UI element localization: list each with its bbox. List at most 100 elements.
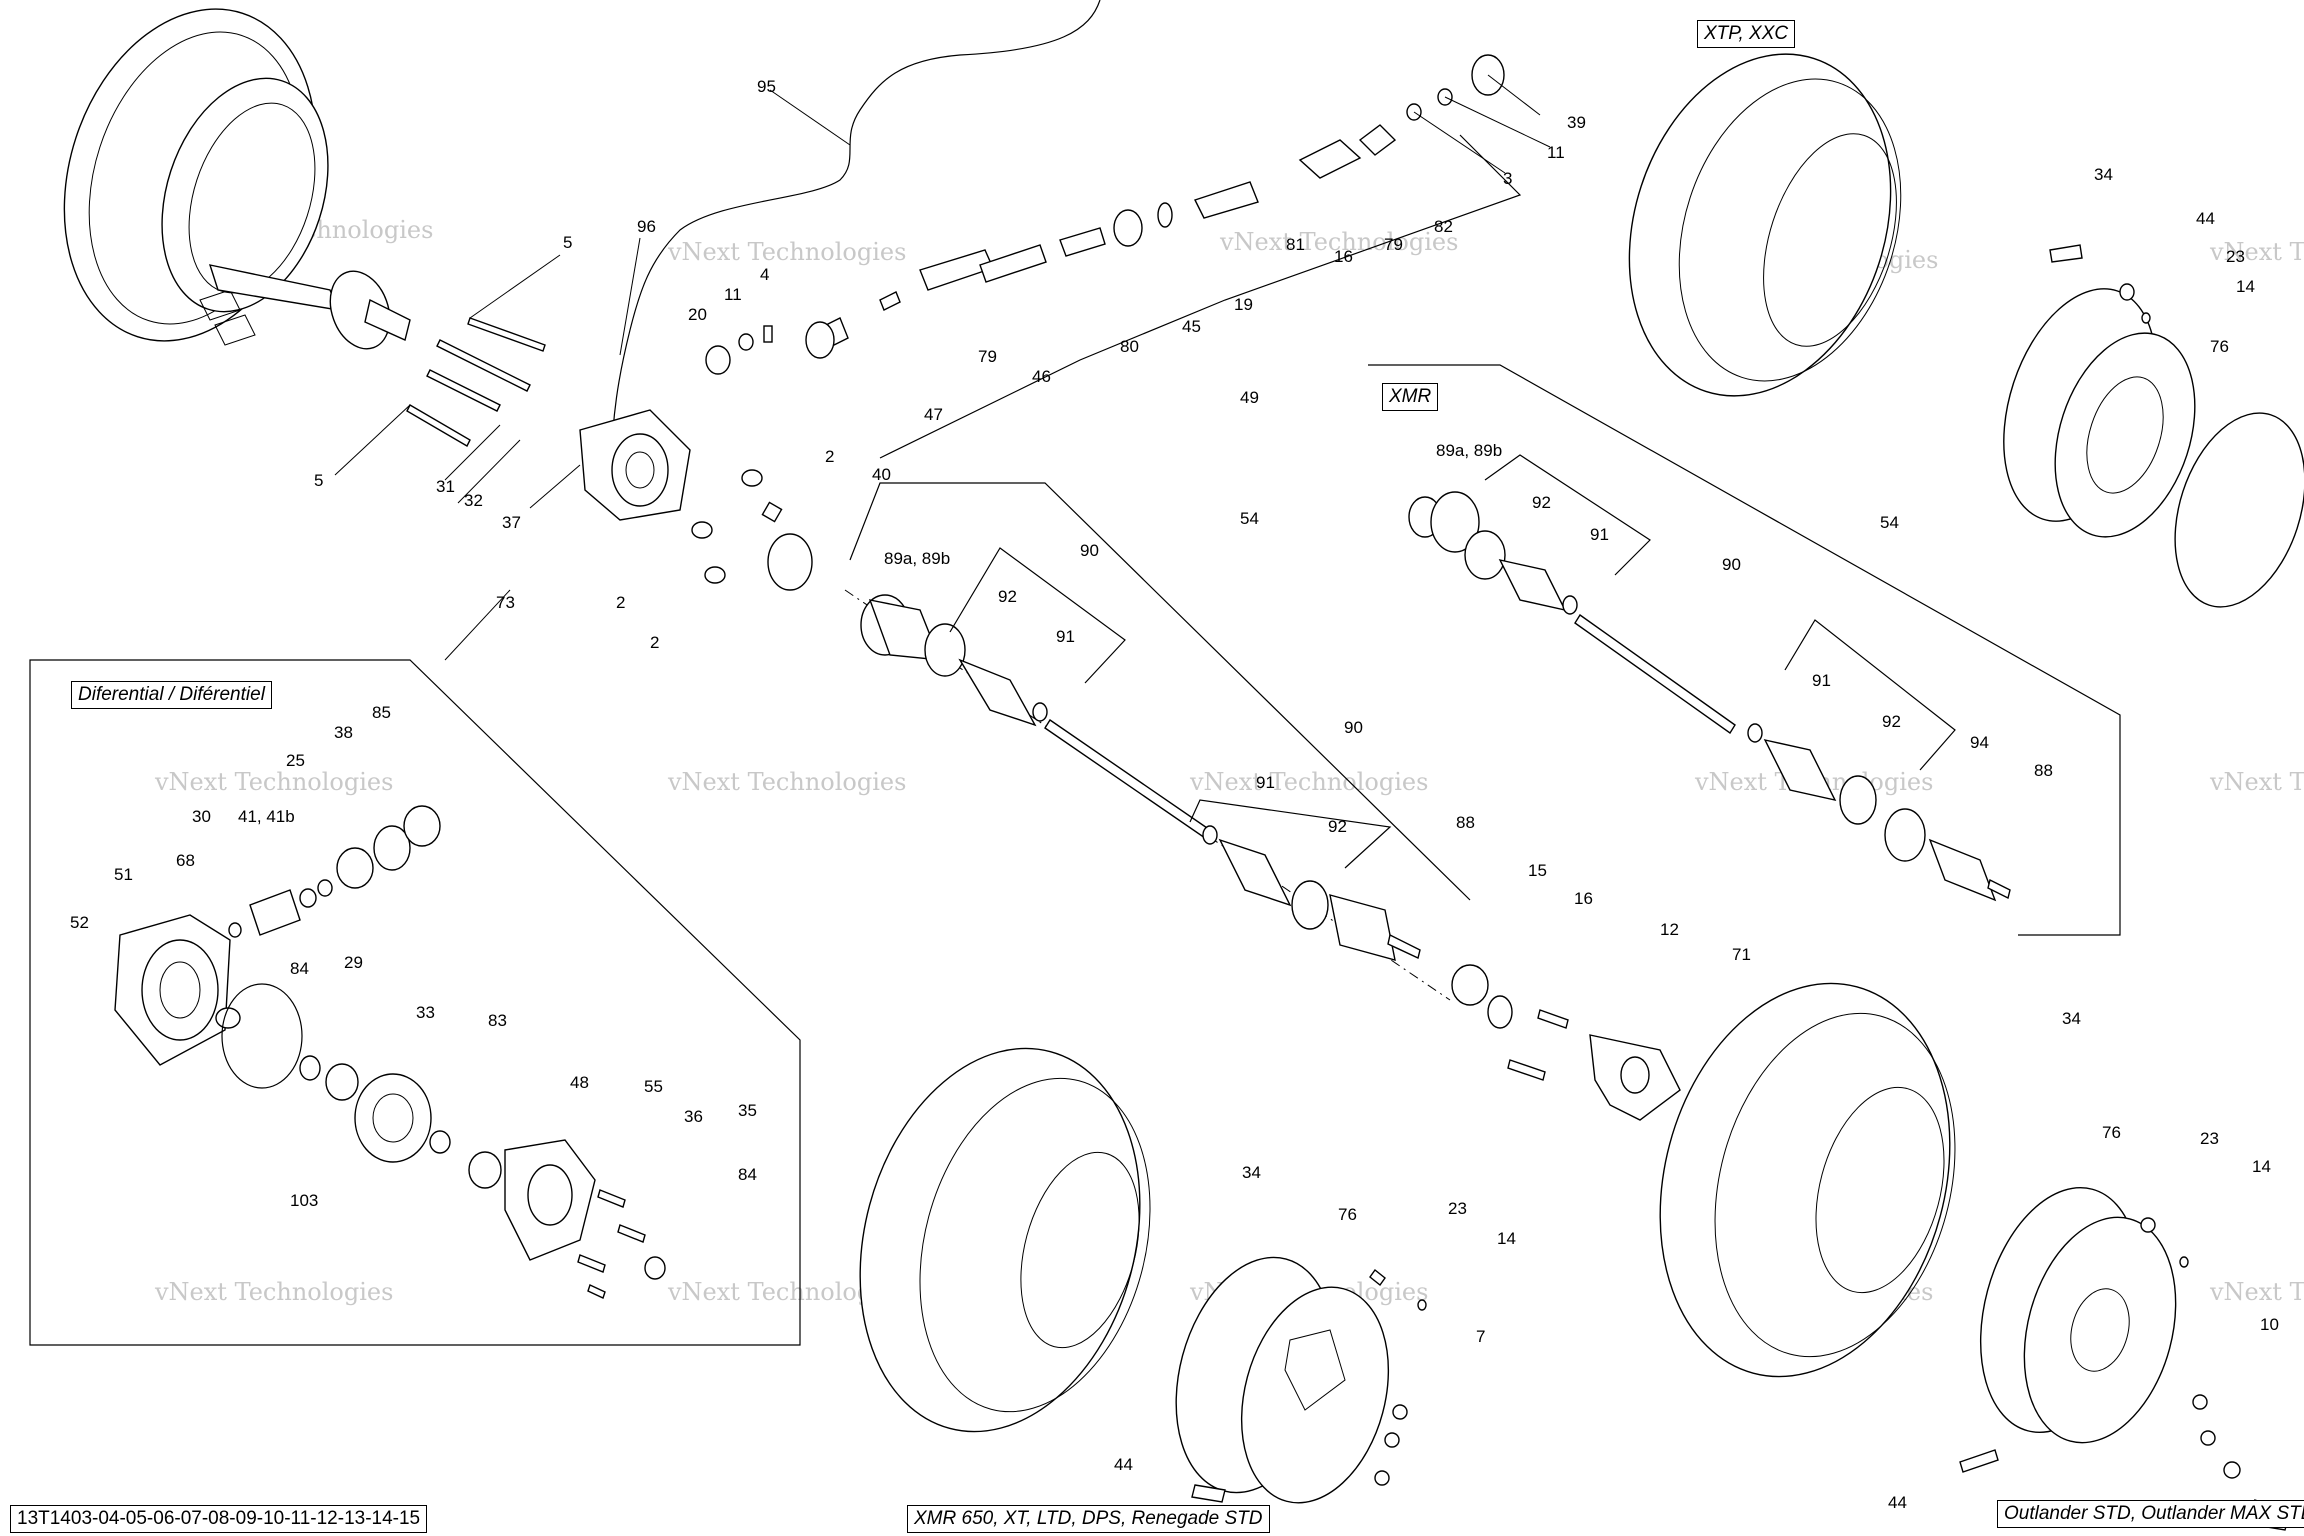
part-number: 91 (1256, 773, 1275, 792)
part-number: 85 (372, 703, 391, 722)
part-number: 44 (1888, 1493, 1907, 1512)
pin-4 (763, 325, 773, 343)
part-number: 71 (1732, 945, 1751, 964)
part-number: 49 (1240, 388, 1259, 407)
part-number: 19 (1234, 295, 1253, 314)
part-number: 91 (1590, 525, 1609, 544)
part-number: 48 (570, 1073, 589, 1092)
part-number: 79 (978, 347, 997, 366)
part-number: 54 (1240, 509, 1259, 528)
part-number: 2 (650, 633, 659, 652)
wheel-bottom-center (859, 1047, 1427, 1504)
part-number: 14 (2252, 1157, 2271, 1176)
watermark: vNext Technologies (667, 768, 906, 796)
watermark: vNext Technologies (2209, 768, 2304, 796)
axle-shaft-top-left (208, 264, 411, 350)
part-number: 96 (637, 217, 656, 236)
part-number: 92 (1328, 817, 1347, 836)
part-number: 36 (684, 1107, 703, 1126)
part-number: 31 (436, 477, 455, 496)
variant-label-xmr: XMR (1382, 383, 1439, 411)
part-number: 90 (1080, 541, 1099, 560)
part-number: 92 (1882, 712, 1901, 731)
part-number: 68 (176, 851, 195, 870)
part-number: 84 (290, 959, 309, 978)
drive-axle-54-left (844, 589, 1513, 1029)
part-number: 90 (1722, 555, 1741, 574)
part-number: 73 (496, 593, 515, 612)
part-number: 41, 41b (238, 807, 295, 826)
part-number: 92 (998, 587, 1017, 606)
part-number: 51 (114, 865, 133, 884)
part-number: 11 (1547, 143, 1565, 162)
part-number: 90 (1344, 718, 1363, 737)
watermark: vNext Technologies (667, 238, 906, 266)
part-number: 33 (416, 1003, 435, 1022)
spacer-20 (705, 345, 731, 375)
part-number: 44 (2196, 209, 2215, 228)
differential-assembly (114, 805, 666, 1299)
part-number: 91 (1812, 671, 1831, 690)
watermark: vNext Technologies (1189, 768, 1428, 796)
wheel-top-right (1628, 53, 2304, 608)
part-number: 10 (2260, 1315, 2279, 1334)
part-number: 76 (2102, 1123, 2121, 1142)
drawing-code: 13T1403-04-05-06-07-08-09-10-11-12-13-14… (10, 1505, 428, 1533)
part-number: 39 (1567, 113, 1586, 132)
part-number: 30 (192, 807, 211, 826)
part-number: 35 (738, 1101, 757, 1120)
part-number: 38 (334, 723, 353, 742)
part-number: 46 (1032, 367, 1051, 386)
ring-40 (767, 533, 813, 591)
variant-label-differential: Diferential / Diférentiel (71, 681, 272, 709)
hub-71 (1507, 1009, 1681, 1121)
part-number: 5 (314, 471, 323, 490)
part-number: 94 (1970, 733, 1989, 752)
part-number: 16 (1574, 889, 1593, 908)
part-number: 11 (724, 285, 742, 304)
nuts-2 (691, 469, 783, 584)
part-number: 44 (1114, 1455, 1133, 1474)
variant-label-xtp-xxc: XTP, XXC (1697, 20, 1796, 48)
part-number: 16 (1334, 247, 1353, 266)
part-number: 89a, 89b (884, 549, 950, 568)
part-number: 76 (2210, 337, 2229, 356)
part-number: 88 (2034, 761, 2053, 780)
part-number: 82 (1434, 217, 1453, 236)
part-number: 45 (1182, 317, 1201, 336)
part-number: 32 (464, 491, 483, 510)
part-number: 95 (757, 77, 776, 96)
variant-label-bottom-center: XMR 650, XT, LTD, DPS, Renegade STD (907, 1505, 1270, 1533)
part-number: 23 (2200, 1129, 2219, 1148)
part-number: 34 (2094, 165, 2113, 184)
wheel-bottom-right (1659, 982, 2291, 1531)
part-number: 29 (344, 953, 363, 972)
drive-axle-54-right (1408, 491, 2011, 902)
part-number: 12 (1660, 920, 1679, 939)
part-number: 84 (738, 1165, 757, 1184)
part-number: 34 (2062, 1009, 2081, 1028)
part-number: 4 (760, 265, 769, 284)
part-number: 20 (688, 305, 707, 324)
part-number: 5 (563, 233, 572, 252)
part-number: 23 (1448, 1199, 1467, 1218)
part-number-labels: 95 96 5 4 11 20 47 79 46 80 45 19 81 16 … (70, 77, 2279, 1512)
part-number: 23 (2226, 247, 2245, 266)
knuckle-73 (579, 409, 691, 521)
part-number: 54 (1880, 513, 1899, 532)
part-number: 91 (1056, 627, 1075, 646)
part-number: 37 (502, 513, 521, 532)
part-number: 14 (1497, 1229, 1516, 1248)
part-number: 88 (1456, 813, 1475, 832)
watermark: vNext Technologies (2209, 1278, 2304, 1306)
part-number: 2 (825, 447, 834, 466)
propshaft-assembly-49 (805, 54, 1505, 359)
part-number: 52 (70, 913, 89, 932)
wheel-top-left (63, 8, 329, 346)
watermark: vNext Technologies (154, 768, 393, 796)
bolts-5 (406, 317, 546, 447)
part-number: 103 (290, 1191, 318, 1210)
watermark: vNext Technologies (154, 1278, 393, 1306)
watermark: vNext Technologies (1219, 228, 1458, 256)
